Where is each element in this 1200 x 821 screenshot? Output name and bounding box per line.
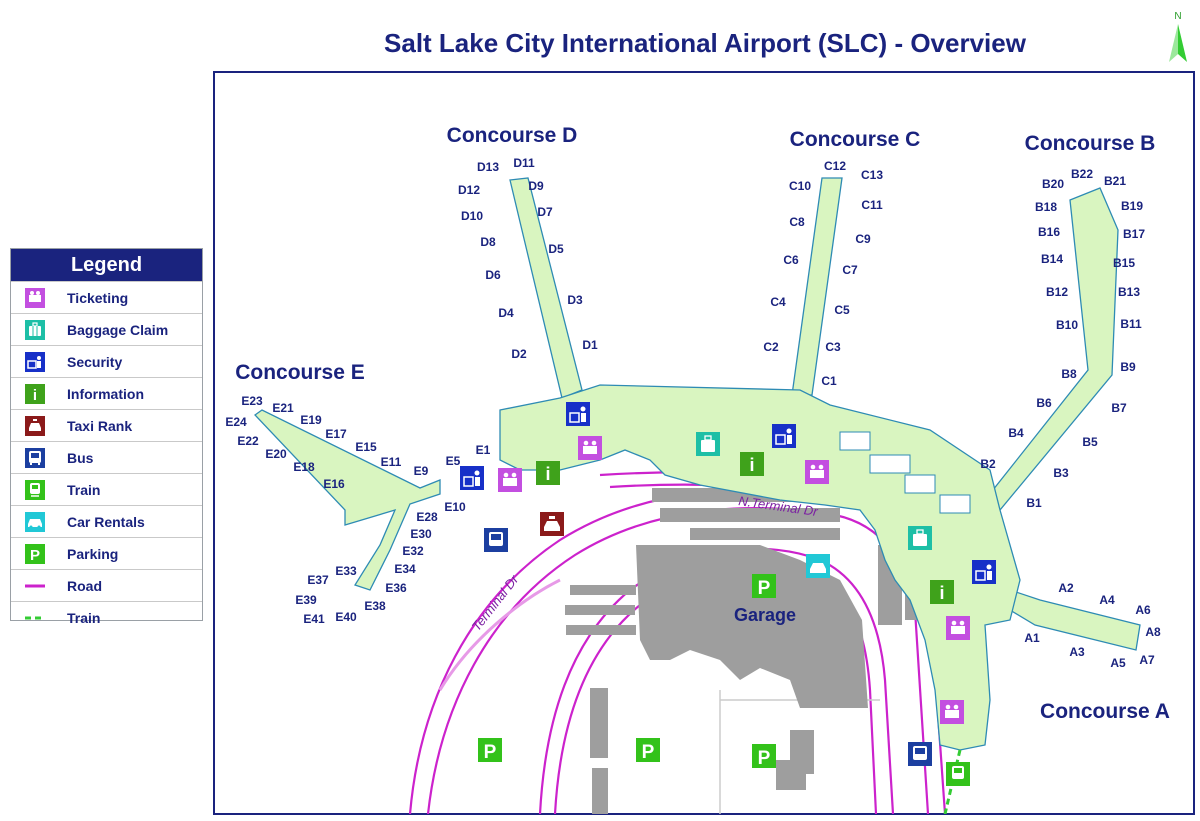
information-icon: i (25, 383, 45, 404)
legend-label: Road (67, 577, 102, 594)
legend-title: Legend (11, 249, 202, 281)
north-label: N (1174, 11, 1181, 22)
baggage-claim-icon (25, 319, 45, 340)
legend-item-baggage-claim: Baggage Claim (11, 313, 202, 345)
legend-item-train-line: Train (11, 601, 202, 633)
map-frame (213, 71, 1195, 815)
legend-label: Security (67, 353, 123, 370)
legend-item-information: i Information (11, 377, 202, 409)
legend-item-bus: Bus (11, 441, 202, 473)
train-line-icon (25, 608, 45, 628)
car-rental-icon (25, 511, 45, 532)
map-legend: Legend Ticketing Baggage Claim Security … (10, 248, 203, 626)
legend-label: Taxi Rank (67, 417, 133, 434)
legend-label: Information (67, 385, 144, 402)
parking-icon: P (25, 543, 45, 564)
svg-text:P: P (30, 547, 40, 564)
legend-label: Baggage Claim (67, 321, 169, 338)
legend-label: Ticketing (67, 289, 129, 306)
legend-item-car-rentals: Car Rentals (11, 505, 202, 537)
bus-icon (25, 447, 45, 468)
legend-label: Train (67, 609, 101, 626)
ticketing-icon (25, 287, 45, 308)
train-icon (25, 479, 45, 500)
svg-text:i: i (33, 387, 37, 404)
legend-item-road: Road (11, 569, 202, 601)
legend-label: Parking (67, 545, 119, 562)
legend-item-security: Security (11, 345, 202, 377)
legend-item-ticketing: Ticketing (11, 281, 202, 313)
taxi-icon (25, 415, 45, 436)
page-title: Salt Lake City International Airport (SL… (384, 28, 1026, 58)
north-arrow-icon: N (1169, 11, 1187, 62)
legend-label: Bus (67, 449, 94, 466)
road-line-icon (25, 576, 45, 596)
legend-item-taxi-rank: Taxi Rank (11, 409, 202, 441)
legend-label: Car Rentals (67, 513, 145, 530)
legend-item-train: Train (11, 473, 202, 505)
legend-label: Train (67, 481, 101, 498)
legend-item-parking: P Parking (11, 537, 202, 569)
security-icon (25, 351, 45, 372)
